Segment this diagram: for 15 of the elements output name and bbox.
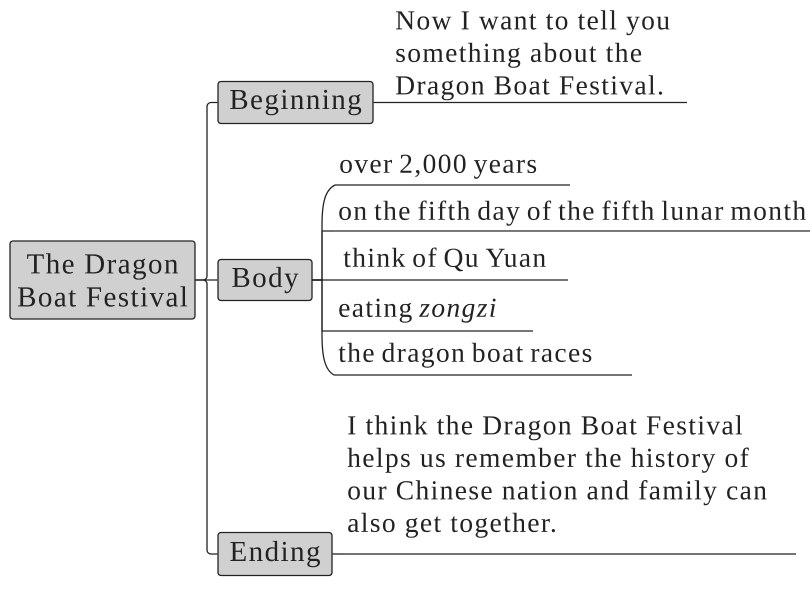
central-topic-box: The Dragon Boat Festival [9,240,196,320]
connector-line [374,102,391,104]
underlined-text: eating zongzi [334,298,533,332]
underlined-text: I think the Dragon Boat Festival helps us remember the history of our Chinese nation and family can also get together. [343,415,796,555]
branch-box: Beginning [217,80,374,124]
underlined-text: Now I want to tell you something about the Dragon Boat Festival. [391,10,687,104]
branch-box: Ending [217,532,333,576]
connector-line [312,279,334,376]
underlined-text: over 2,000 years [335,154,570,186]
underlined-text: the dragon boat races [334,342,632,376]
branch-box: Body [217,258,313,302]
underlined-text: think of Qu Yuan [339,247,568,281]
connector-line [196,279,218,555]
underlined-text: on the fifth day of the fifth lunar month [334,200,810,232]
connector-line [332,553,343,555]
